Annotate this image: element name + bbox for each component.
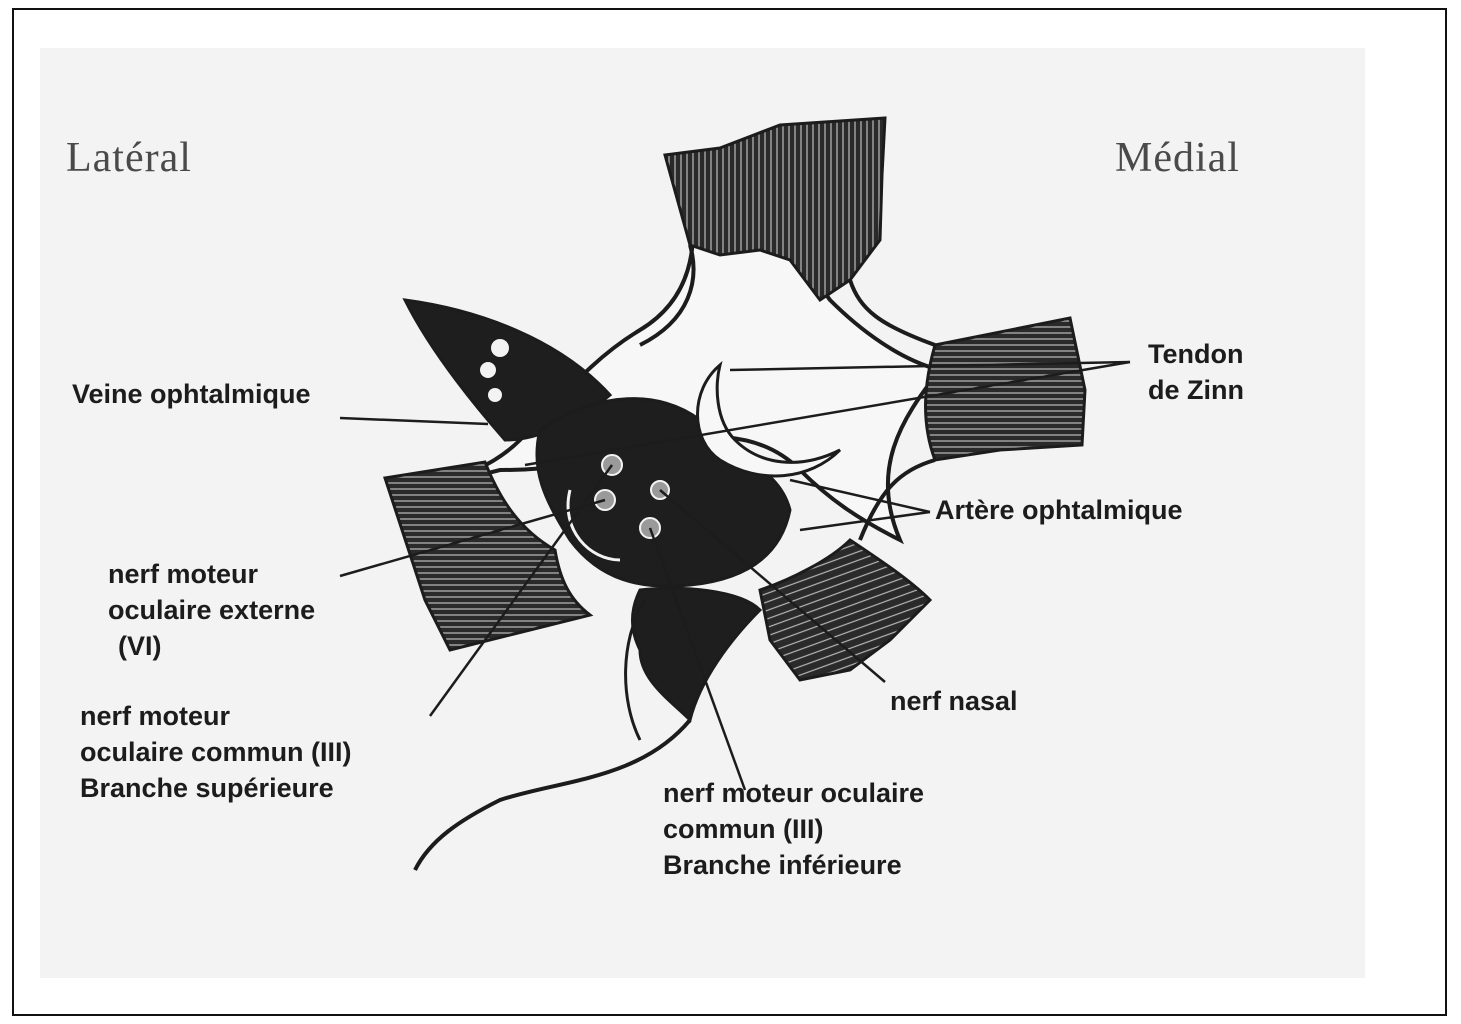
lateral-heading: Latéral [66,134,192,182]
vein-hole [491,339,509,357]
label-line: nerf moteur [80,698,352,734]
inferior-rectus-muscle [760,540,930,680]
trailing-nerve [415,720,690,870]
label-line: oculaire externe [108,592,315,628]
label-nerf-vi: nerf moteur oculaire externe (VI) [108,556,315,664]
medial-rectus-muscle [926,318,1085,460]
label-nerf-iii-inferieure: nerf moteur oculaire commun (III) Branch… [663,775,924,883]
label-line: nerf moteur oculaire [663,775,924,811]
leader-veine [340,418,488,424]
vein-hole [488,388,502,402]
label-line: nerf moteur [108,556,315,592]
label-artere-ophtalmique: Artère ophtalmique [935,492,1183,528]
label-nerf-nasal: nerf nasal [890,683,1018,719]
label-tendon-de-zinn: Tendon de Zinn [1148,336,1244,408]
label-nerf-iii-superieure: nerf moteur oculaire commun (III) Branch… [80,698,352,806]
label-line: oculaire commun (III) [80,734,352,770]
label-veine-ophtalmique: Veine ophtalmique [72,376,311,412]
label-line: Tendon [1148,336,1244,372]
label-line: de Zinn [1148,372,1244,408]
label-line: commun (III) [663,811,924,847]
label-line: Branche inférieure [663,847,924,883]
label-line: Branche supérieure [80,770,352,806]
vein-hole [480,362,496,378]
label-line: (VI) [108,628,315,664]
medial-heading: Médial [1115,134,1240,182]
